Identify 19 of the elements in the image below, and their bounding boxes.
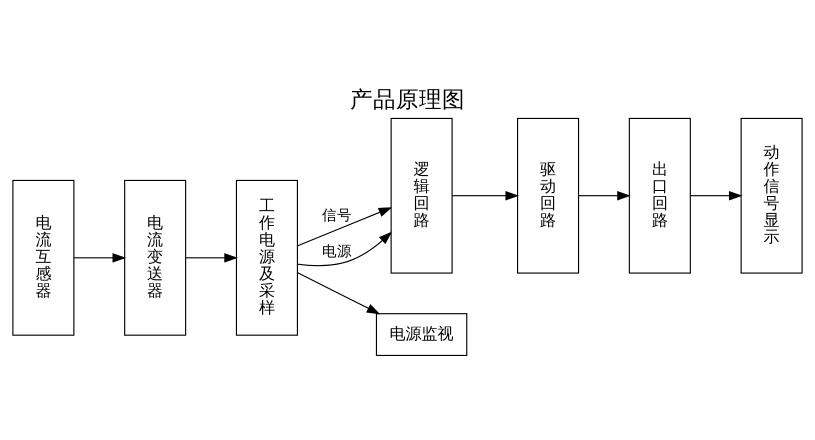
node-box: 电流变送器 xyxy=(124,180,186,336)
diagram-title: 产品原理图 xyxy=(350,87,465,114)
node-box: 电流互感器 xyxy=(12,180,74,336)
arrow xyxy=(297,272,380,314)
node-box: 电源监视 xyxy=(376,313,468,356)
arrow xyxy=(186,253,238,263)
edge-label: 电源 xyxy=(322,243,352,260)
node-box: 驱动回路 xyxy=(517,118,580,274)
arrow xyxy=(74,253,126,263)
edge-label: 信号 xyxy=(322,206,352,224)
arrow xyxy=(578,190,631,200)
node-box: 工作电源及采样 xyxy=(236,180,298,336)
node-box: 出口回路 xyxy=(628,118,691,274)
arrow xyxy=(298,231,392,266)
arrow xyxy=(690,190,743,200)
node-box: 动作信号显示 xyxy=(740,118,803,274)
arrow xyxy=(452,190,519,200)
node-box: 逻辑回路 xyxy=(390,118,453,274)
arrow xyxy=(297,207,392,246)
